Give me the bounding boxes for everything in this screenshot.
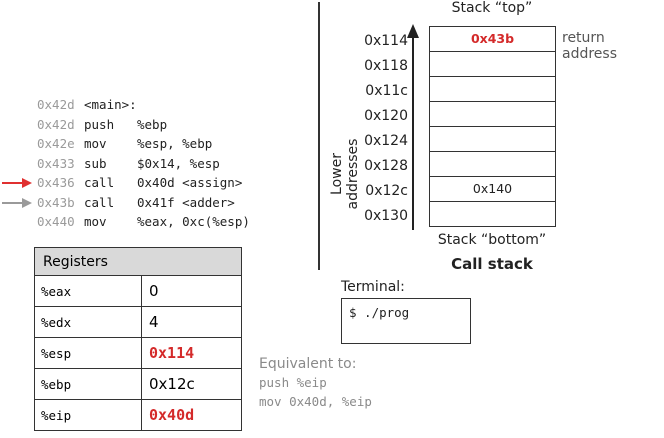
code-address: 0x440 [37, 214, 75, 229]
code-line: 0x42d push %ebp [37, 115, 277, 135]
code-line: 0x42e mov %esp, %ebp [37, 134, 277, 154]
stack-cells: 0x43b 0x140 [429, 26, 556, 227]
code-address: 0x436 [37, 175, 75, 190]
code-operands: $0x14, %esp [137, 155, 220, 171]
register-name: %ebp [34, 368, 142, 400]
return-address-label: return address [562, 30, 618, 62]
stack-cell [429, 152, 556, 177]
register-name: %eip [34, 399, 142, 431]
code-address: 0x43b [37, 194, 75, 210]
stack-address: 0x114 [364, 33, 408, 49]
stack-cell [429, 202, 556, 227]
code-operands: 0x41f <adder> [137, 194, 235, 210]
function-label: <main>: [84, 97, 137, 112]
stack-address: 0x128 [364, 158, 408, 174]
stack-address: 0x120 [364, 108, 408, 124]
stack-cell [429, 77, 556, 102]
code-address: 0x433 [37, 155, 75, 171]
code-address: 0x42d [37, 97, 75, 112]
code-opcode: mov [84, 136, 107, 151]
stack-address: 0x124 [364, 133, 408, 149]
stack-cell: 0x140 [429, 177, 556, 202]
terminal-box: $ ./prog [341, 298, 471, 344]
code-address: 0x42d [37, 116, 75, 132]
register-value-highlighted: 0x40d [141, 399, 242, 431]
register-value: 4 [141, 306, 242, 338]
equivalent-note: Equivalent to: push %eip mov 0x40d, %eip [259, 356, 372, 413]
register-row: %eax 0 [34, 275, 242, 307]
stack-cell [429, 102, 556, 127]
terminal-text: $ ./prog [349, 305, 410, 320]
register-value: 0 [141, 275, 242, 307]
assembly-listing: 0x42d <main>: 0x42d push %ebp 0x42e mov … [2, 95, 277, 232]
register-row: %esp 0x114 [34, 337, 242, 369]
stack-address: 0x130 [364, 208, 408, 224]
code-opcode: call [84, 175, 115, 190]
equivalent-line: mov 0x40d, %eip [259, 394, 372, 409]
register-name: %edx [34, 306, 142, 338]
register-row: %ebp 0x12c [34, 368, 242, 400]
code-operands: 0x40d <assign> [137, 175, 243, 190]
stack-cell-return-address: 0x43b [429, 26, 556, 52]
code-line-current: 0x436 call 0x40d <assign> [2, 173, 277, 193]
registers-table: Registers %eax 0 %edx 4 %esp 0x114 %ebp … [34, 247, 242, 431]
stack-top-label: Stack “top” [451, 0, 533, 16]
stack-address: 0x118 [364, 58, 408, 74]
code-operands: %esp, %ebp [137, 136, 213, 151]
stack-cell [429, 52, 556, 77]
code-opcode: call [84, 194, 115, 210]
stack-address-column: 0x114 0x118 0x11c 0x120 0x124 0x128 0x12… [340, 29, 408, 229]
terminal-label: Terminal: [341, 279, 405, 295]
stack-address: 0x12c [365, 183, 408, 199]
stack-address: 0x11c [365, 83, 408, 99]
call-stack-title: Call stack [451, 255, 533, 273]
code-opcode: mov [84, 214, 107, 229]
register-row: %eip 0x40d [34, 399, 242, 431]
code-operands: %ebp [137, 116, 168, 132]
code-line: 0x42d <main>: [37, 95, 277, 115]
stack-bottom-label: Stack “bottom” [437, 232, 547, 248]
code-address: 0x42e [37, 136, 75, 151]
stack-cell [429, 127, 556, 152]
register-value-highlighted: 0x114 [141, 337, 242, 369]
code-line-next: 0x43b call 0x41f <adder> [2, 193, 277, 213]
equivalent-title: Equivalent to: [259, 356, 357, 372]
code-line: 0x433 sub $0x14, %esp [37, 154, 277, 174]
register-name: %eax [34, 275, 142, 307]
register-row: %edx 4 [34, 306, 242, 338]
equivalent-line: push %eip [259, 375, 327, 390]
code-line: 0x440 mov %eax, 0xc(%esp) [37, 212, 277, 232]
code-opcode: sub [84, 155, 107, 171]
code-operands: %eax, 0xc(%esp) [137, 214, 250, 229]
register-value: 0x12c [141, 368, 242, 400]
registers-header: Registers [34, 247, 242, 276]
register-name: %esp [34, 337, 142, 369]
code-opcode: push [84, 116, 115, 132]
lower-addresses-arrow-icon [407, 24, 419, 230]
divider [318, 2, 320, 270]
next-instruction-arrow-icon [2, 197, 32, 208]
current-instruction-arrow-icon [2, 178, 32, 188]
